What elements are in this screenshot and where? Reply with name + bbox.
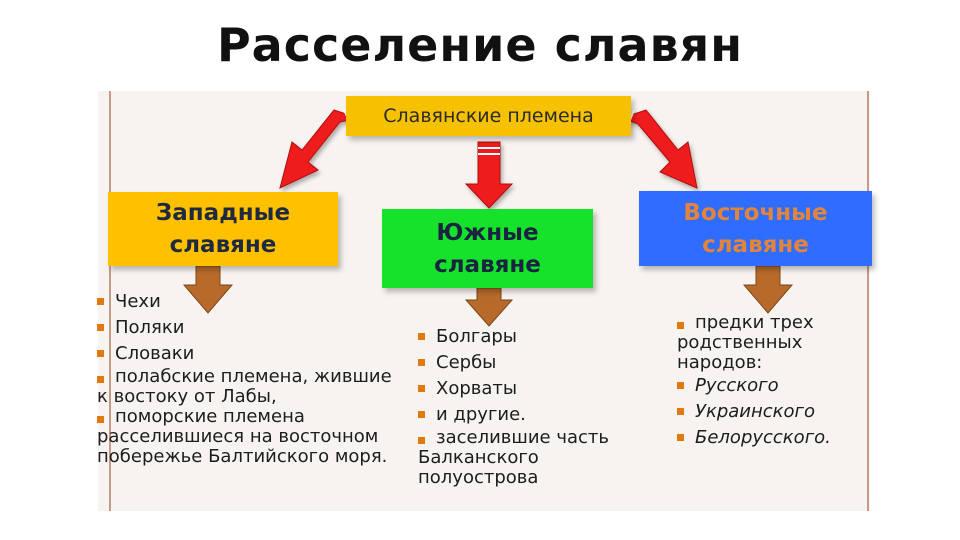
bullet-icon [418,437,425,444]
bullet-icon [677,382,684,389]
list-item-continuation: расселившиеся на восточном [97,426,379,447]
list-item-continuation: к востоку от Лабы, [97,386,277,407]
west-slavs-list: Чехи Поляки Словаки полабские племена, ж… [97,289,417,467]
south-slavs-label-line2: славяне [434,251,541,278]
list-item: Украинского [677,399,877,425]
bullet-icon [418,411,425,418]
bullet-icon [418,359,425,366]
left-divider-line [109,91,111,511]
red-arrow-center [464,141,514,209]
list-item: Белорусского. [677,425,877,451]
west-slavs-label-line1: Западные [155,200,291,226]
list-item: заселившие часть [418,428,638,448]
west-slavs-label-line2: славяне [169,232,277,258]
red-arrow-right [620,107,698,189]
bullet-icon [97,298,104,305]
bullet-icon [97,350,104,357]
list-item-continuation: побережье Балтийского моря. [97,446,388,467]
south-slavs-list: Болгары Сербы Хорваты и другие. заселивш… [418,324,638,488]
bullet-icon [418,333,425,340]
root-node-box: Славянские племена [346,96,631,136]
list-item: Болгары [418,324,638,350]
bullet-icon [677,434,684,441]
brown-arrow-east [742,265,794,314]
list-item: Словаки [97,341,417,367]
brown-arrow-south [464,287,514,327]
east-slavs-label-line2: славяне [702,231,809,258]
bullet-icon [97,416,104,423]
east-slavs-list: предки трех родственных народов: Русског… [677,313,877,451]
page-title: Расселение славян [216,18,744,72]
bullet-icon [677,408,684,415]
list-item: Русского [677,373,877,399]
list-item-continuation: родственных [677,332,803,353]
list-item: предки трех [677,313,877,333]
list-item: Чехи [97,289,417,315]
right-divider-line [867,91,869,511]
east-slavs-box: Восточные славяне [639,191,872,266]
south-slavs-label-line1: Южные [436,219,539,246]
east-slavs-label-line1: Восточные [683,199,828,226]
list-item: Сербы [418,350,638,376]
list-item: Поляки [97,315,417,341]
list-item: полабские племена, жившие [97,367,417,387]
south-slavs-box: Южные славяне [382,209,593,288]
list-item-continuation: Балканского [418,447,539,468]
bullet-icon [97,376,104,383]
root-node-label: Славянские племена [383,105,594,127]
list-item-continuation: народов: [677,352,763,373]
bullet-icon [418,385,425,392]
brown-arrow-west [182,265,234,314]
west-slavs-box: Западные славяне [108,192,338,266]
list-item: и другие. [418,402,638,428]
bullet-icon [97,324,104,331]
list-item-continuation: полуострова [418,467,539,488]
list-item: Хорваты [418,376,638,402]
list-item: поморские племена [97,407,417,427]
bullet-icon [677,322,684,329]
